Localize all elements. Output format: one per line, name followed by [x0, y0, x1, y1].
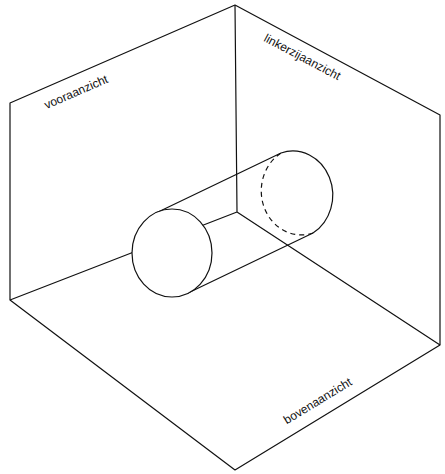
plane-label: vooraanzicht: [42, 73, 109, 111]
cylinder: [132, 151, 333, 297]
cylinder-back-hidden: [261, 153, 313, 235]
cylinder-front-face: [132, 209, 212, 297]
cylinder-back-visible: [281, 151, 333, 233]
plane-label: linkerzijaanzicht: [262, 32, 342, 82]
outer-outline: [10, 5, 440, 470]
plane-edges: [10, 5, 440, 345]
